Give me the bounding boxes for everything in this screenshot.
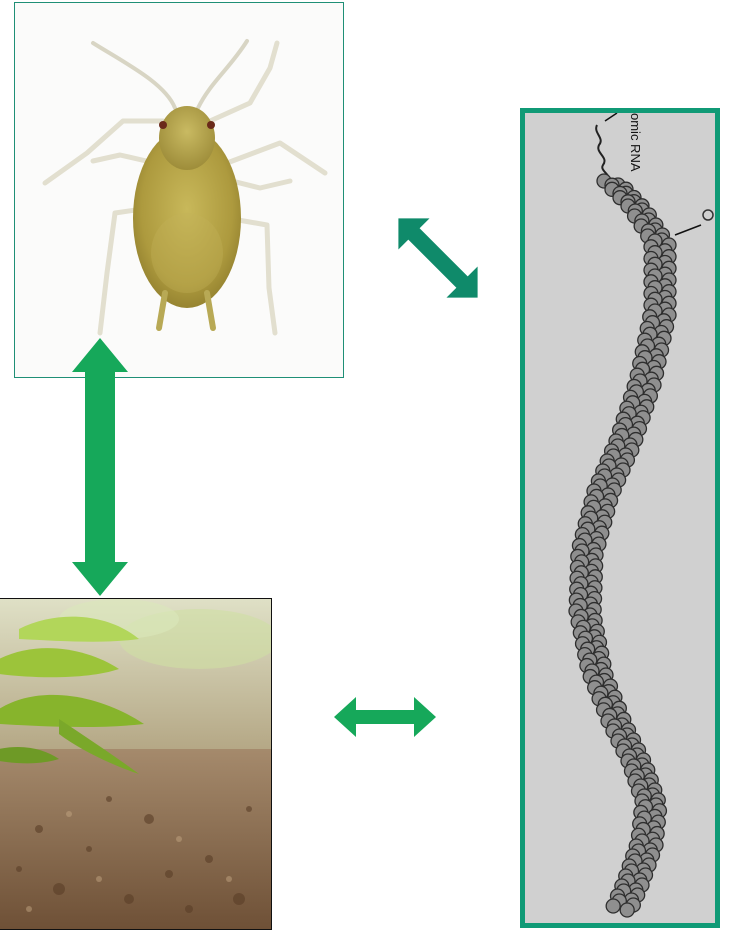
capsid-pointer-arrow xyxy=(675,225,701,235)
plant-image-panel xyxy=(0,598,272,930)
capsid-protein-chain xyxy=(569,174,676,917)
double-arrow-plant-virus xyxy=(334,697,436,737)
capsid-subunit xyxy=(606,899,620,913)
double-arrow-aphid-virus xyxy=(395,215,481,301)
aphid-image xyxy=(15,3,344,378)
genomic-rna-label: omic RNA xyxy=(628,113,643,172)
double-arrow-aphid-plant xyxy=(72,338,128,596)
aphid-eye-left xyxy=(159,121,167,129)
capsid-subunit xyxy=(620,903,634,917)
virus-particle-diagram xyxy=(525,113,715,923)
plant-image xyxy=(0,599,272,930)
aphid-head xyxy=(159,106,215,170)
aphid-image-panel xyxy=(14,2,344,378)
virus-diagram-panel: omic RNA xyxy=(520,108,720,928)
rna-pointer-arrow xyxy=(605,113,617,121)
aphid-eye-right xyxy=(207,121,215,129)
